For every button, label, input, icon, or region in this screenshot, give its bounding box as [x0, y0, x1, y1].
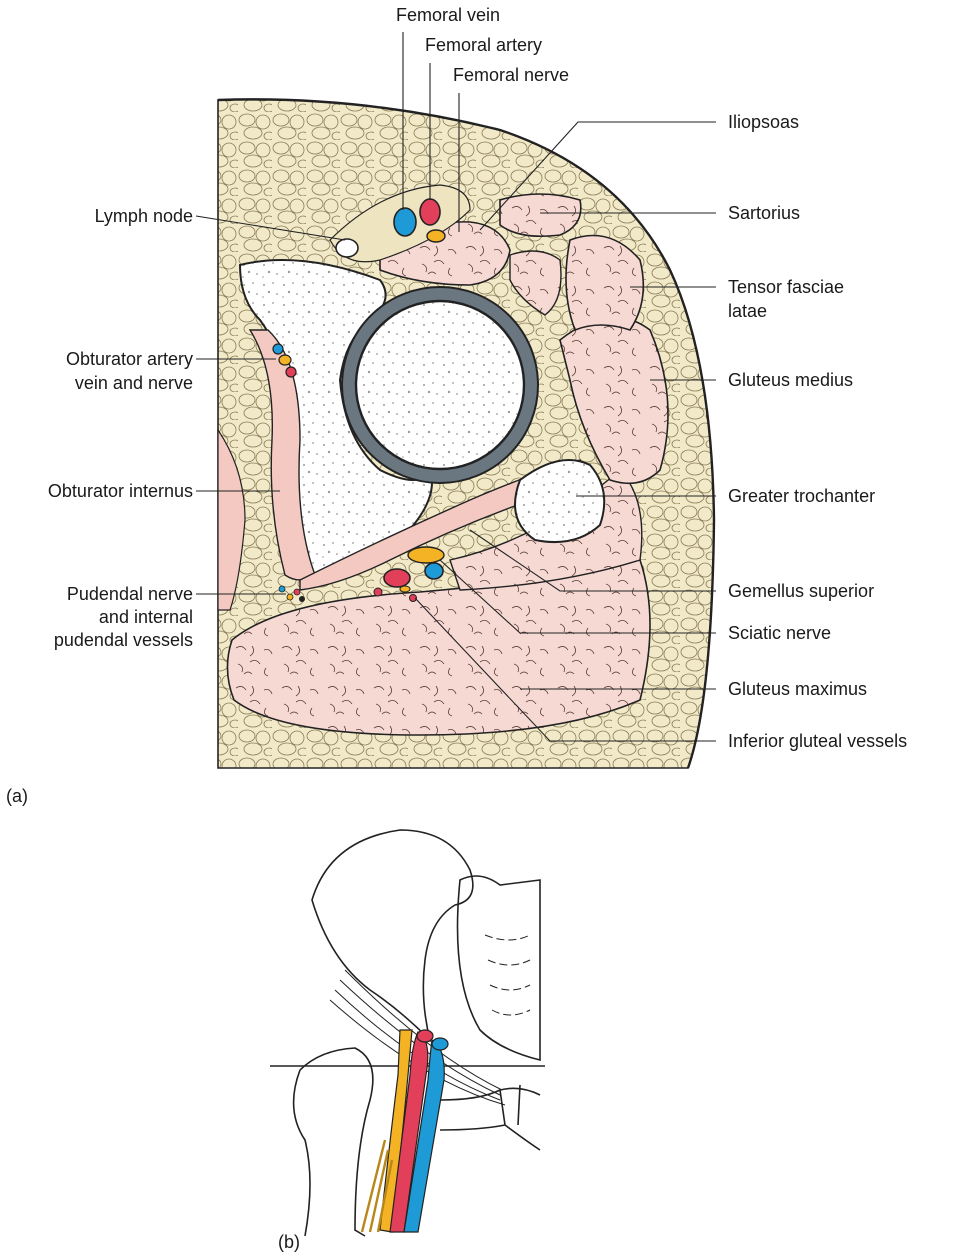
obturator-nerve: [279, 355, 291, 365]
obturator-artery: [286, 367, 296, 377]
pudendal-nerve-dot: [287, 594, 293, 600]
femur-outline: [300, 1048, 373, 1236]
label-gluteus-maximus: Gluteus maximus: [728, 678, 867, 700]
label-gemellus-superior: Gemellus superior: [728, 580, 874, 602]
label-lymph-node: Lymph node: [95, 205, 193, 227]
label-sciatic-nerve: Sciatic nerve: [728, 622, 831, 644]
inferior-gluteal-artery: [384, 569, 410, 587]
small-nerve: [400, 586, 410, 592]
femoral-vein-b-end: [432, 1038, 448, 1050]
pudendal-vessel-1: [279, 586, 285, 592]
panel-a-tag: (a): [6, 786, 28, 807]
label-femoral-artery: Femoral artery: [425, 34, 542, 56]
femoral-bundle-b: [362, 1030, 448, 1232]
label-obturator-vein-nerve: vein and nerve: [75, 372, 193, 394]
label-latae: latae: [728, 300, 767, 322]
label-tensor-fasciae: Tensor fasciae: [728, 276, 844, 298]
panel-b-tag: (b): [278, 1232, 300, 1253]
label-sartorius: Sartorius: [728, 202, 800, 224]
ilium-outline: [312, 830, 473, 1040]
label-pudendal-nerve: Pudendal nerve: [67, 583, 193, 605]
label-obturator-artery: Obturator artery: [66, 348, 193, 370]
label-gluteus-medius: Gluteus medius: [728, 369, 853, 391]
pudendal-vessel-3: [299, 596, 305, 602]
sartorius: [500, 194, 581, 236]
lymph-node: [336, 239, 358, 257]
femoral-artery: [420, 199, 440, 225]
femoral-vein: [394, 208, 416, 236]
sacral-lines: [485, 935, 530, 1015]
obturator-vein: [273, 344, 283, 354]
small-vessel-1: [374, 588, 382, 596]
femoral-nerve: [427, 230, 445, 242]
femoral-head: [356, 301, 524, 469]
sciatic-nerve: [408, 547, 444, 563]
label-and-internal: and internal: [99, 606, 193, 628]
femur-outline-left: [294, 1070, 310, 1236]
femoral-artery-b-end: [417, 1030, 433, 1042]
label-greater-trochanter: Greater trochanter: [728, 485, 875, 507]
label-obturator-internus: Obturator internus: [48, 480, 193, 502]
pudendal-vessel-2: [294, 589, 300, 595]
label-femoral-vein: Femoral vein: [396, 4, 500, 26]
label-femoral-nerve: Femoral nerve: [453, 64, 569, 86]
inferior-gluteal-vein: [425, 563, 443, 579]
sacrum-outline: [458, 876, 541, 1060]
label-inferior-gluteal-vessels: Inferior gluteal vessels: [728, 730, 907, 752]
pubis-outline: [440, 1085, 540, 1150]
cross-section-a: [218, 99, 714, 768]
label-iliopsoas: Iliopsoas: [728, 111, 799, 133]
label-pudendal-vessels: pudendal vessels: [54, 629, 193, 651]
